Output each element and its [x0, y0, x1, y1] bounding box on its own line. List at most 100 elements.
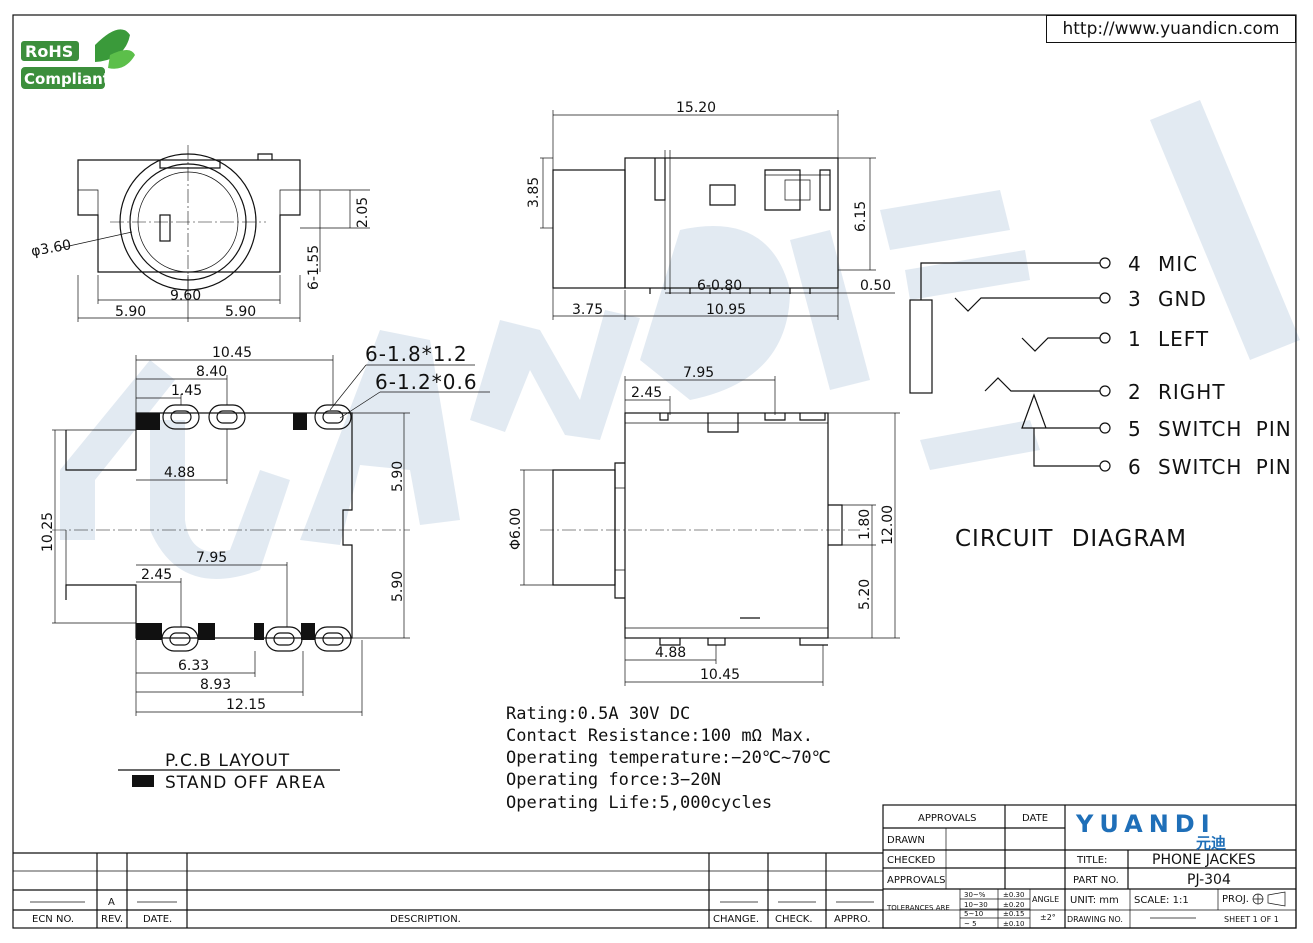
- side-view: 15.20 3.85 6.15 6-0.80 0.50 3.75 10.95: [526, 100, 895, 320]
- dim-pcb-2-45: 2.45: [141, 567, 172, 583]
- spec-operating-force: Operating force:3−20N: [506, 770, 721, 790]
- pin-num-5: 5: [1128, 417, 1142, 441]
- rev-change-header: CHANGE.: [713, 914, 759, 925]
- rev-check-header: CHECK.: [775, 914, 813, 925]
- tb-proj: PROJ.: [1222, 894, 1249, 905]
- rev-ecn-header: ECN NO.: [32, 914, 74, 925]
- pin-name-3: LEFT: [1158, 327, 1209, 351]
- dim-total-width: 9.60: [170, 288, 201, 304]
- dim-front-4-88: 4.88: [655, 645, 686, 661]
- dim-side-left-height: 3.85: [526, 177, 542, 208]
- tb-approvals2: APPROVALS: [887, 875, 946, 886]
- compliant-text: Compliant: [24, 70, 110, 88]
- standoff-6: [301, 623, 315, 640]
- spec-operating-life: Operating Life:5,000cycles: [506, 793, 772, 813]
- dim-pcb-1-45: 1.45: [171, 383, 202, 399]
- tol-value-4: ±0.10: [1003, 920, 1024, 928]
- pin-num-6: 6: [1128, 455, 1142, 479]
- specifications: Rating:0.5A 30V DC Contact Resistance:10…: [506, 704, 831, 813]
- dim-front-2-45: 2.45: [631, 385, 662, 401]
- dim-pcb-6-33: 6.33: [178, 658, 209, 674]
- tb-drawing-no: DRAWING NO.: [1067, 915, 1123, 924]
- dim-body: 10.95: [706, 302, 746, 318]
- brand-logo: YUANDI: [1075, 810, 1216, 838]
- tol-value-1: ±0.30: [1003, 891, 1024, 899]
- spec-rating: Rating:0.5A 30V DC: [506, 704, 690, 724]
- tb-scale: SCALE: 1:1: [1134, 895, 1189, 906]
- dim-front-diameter: Φ6.00: [508, 508, 524, 550]
- standoff-1: [136, 413, 160, 430]
- dim-pcb-height: 10.25: [40, 512, 56, 552]
- standoff-4: [198, 623, 215, 640]
- rev-description-header: DESCRIPTION.: [390, 914, 461, 925]
- dim-front-10-45: 10.45: [700, 667, 740, 683]
- rev-appro-header: APPRO.: [834, 914, 871, 925]
- dim-hole-diameter: φ3.60: [30, 237, 73, 260]
- tol-range-4: ~ 5: [964, 920, 977, 928]
- spec-operating-temperature: Operating temperature:−20℃~70℃: [506, 748, 831, 768]
- dim-pcb-4-88: 4.88: [164, 465, 195, 481]
- tb-tolerances-label: TOLERANCES ARE: [886, 904, 950, 912]
- dim-pcb-half-bottom: 5.90: [390, 571, 406, 602]
- pad-label-2: 6-1.2*0.6: [375, 370, 478, 394]
- circuit-title: CIRCUIT DIAGRAM: [955, 526, 1187, 552]
- pin-name-1: MIC: [1158, 252, 1198, 276]
- tb-angle-label: ANGLE: [1032, 895, 1059, 904]
- dim-side-right-height: 6.15: [853, 201, 869, 232]
- dim-side-length: 15.20: [676, 100, 716, 116]
- brand-logo-cn: 元迪: [1196, 834, 1226, 852]
- dim-front-5-20: 5.20: [857, 579, 873, 610]
- pad-label-1: 6-1.8*1.2: [365, 342, 468, 366]
- dim-height-2: 6-1.55: [306, 245, 322, 290]
- front-view: 7.95 2.45 Φ6.00 12.00 1.80 5.20 4.88 10.…: [508, 365, 900, 686]
- tb-title-value: PHONE JACKES: [1152, 852, 1256, 868]
- tb-date: DATE: [1022, 813, 1048, 824]
- title-block: APPROVALS DATE DRAWN CHECKED APPROVALS Y…: [882, 804, 1297, 929]
- tb-drawn: DRAWN: [887, 835, 925, 846]
- pin-num-1: 4: [1128, 252, 1142, 276]
- pin-name-6: SWITCH PIN: [1158, 455, 1292, 479]
- dim-front-7-95: 7.95: [683, 365, 714, 381]
- tb-approvals: APPROVALS: [918, 813, 977, 824]
- tb-title-label: TITLE:: [1076, 855, 1107, 866]
- tol-value-2: ±0.20: [1003, 901, 1024, 909]
- spec-contact-resistance: Contact Resistance:100 mΩ Max.: [506, 726, 813, 746]
- rev-rev-header: REV.: [101, 914, 123, 925]
- standoff-legend-swatch: [132, 775, 154, 787]
- yuandi-watermark: [60, 100, 1300, 579]
- rohs-logo: RoHS Compliant: [19, 29, 135, 91]
- revision-block: A ECN NO. REV. DATE. DESCRIPTION. CHANGE…: [13, 852, 883, 928]
- circuit-diagram: 4 MIC 3 GND 1 LEFT 2 RIGHT 5 SWITCH PIN …: [909, 252, 1292, 552]
- tb-checked: CHECKED: [887, 855, 936, 866]
- dim-pcb-8-93: 8.93: [200, 677, 231, 693]
- dim-pin-offset: 0.50: [860, 278, 891, 294]
- tb-angle-value: ±2°: [1040, 913, 1056, 922]
- dim-nose: 3.75: [572, 302, 603, 318]
- sheet-border: [12, 14, 1297, 929]
- tol-range-2: 10~30: [964, 901, 988, 909]
- dim-pcb-10-45: 10.45: [212, 345, 252, 361]
- tb-part-value: PJ-304: [1187, 872, 1231, 888]
- dim-left-width: 5.90: [115, 304, 146, 320]
- tb-part-label: PART NO.: [1073, 875, 1119, 886]
- rohs-text: RoHS: [25, 42, 73, 61]
- pin-num-4: 2: [1128, 380, 1142, 404]
- pin-name-4: RIGHT: [1158, 380, 1226, 404]
- tol-range-3: 5~10: [964, 910, 983, 918]
- pcb-pads: [161, 404, 352, 652]
- dim-front-1-80: 1.80: [857, 509, 873, 540]
- dim-height-1: 2.05: [355, 197, 371, 228]
- pin-num-2: 3: [1128, 287, 1142, 311]
- tol-range-1: 30~%: [964, 891, 986, 899]
- standoff-legend: STAND OFF AREA: [165, 773, 326, 793]
- top-view: φ3.60 9.60 5.90 5.90 2.05 6-1.55: [30, 145, 371, 322]
- dim-pcb-12-15: 12.15: [226, 697, 266, 713]
- pcb-layout: 10.45 8.40 1.45 4.88 6-1.8*1.2 6-1.2*0.6…: [40, 342, 490, 793]
- pin-name-5: SWITCH PIN: [1158, 417, 1292, 441]
- tol-value-3: ±0.15: [1003, 910, 1024, 918]
- standoff-2: [293, 413, 307, 430]
- pcb-caption: P.C.B LAYOUT: [165, 751, 290, 771]
- company-url[interactable]: http://www.yuandicn.com: [1046, 15, 1296, 43]
- dim-front-12-00: 12.00: [880, 505, 896, 545]
